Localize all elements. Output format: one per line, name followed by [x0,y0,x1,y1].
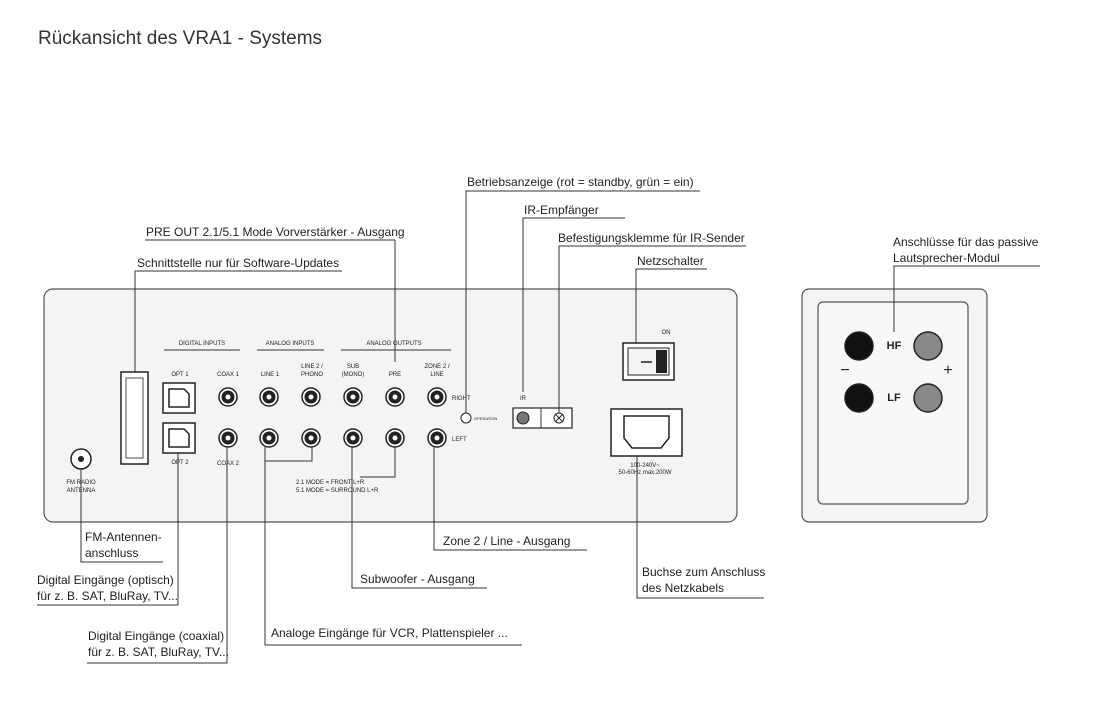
right-label: RIGHT [452,396,471,402]
section-analog-inputs: ANALOG INPUTS [266,341,315,347]
annotation-netzkabel-b: des Netzkabels [642,581,724,595]
hf-plus-terminal [913,331,943,361]
line1-left-jack [259,428,279,448]
hf-label: HF [887,340,902,352]
power-rating-b: 50-60Hz max.200W [618,470,671,476]
coax2-label: COAX 2 [217,461,240,467]
power-switch [622,342,675,381]
coax-input-2 [218,428,238,448]
annotation-coax-b: für z. B. SAT, BluRay, TV... [88,645,229,659]
annotation-optical-b: für z. B. SAT, BluRay, TV... [37,589,178,603]
annotation-netzkabel-a: Buchse zum Anschluss [642,565,765,579]
mode21-text: 2.1 MODE = FRONT L+R [296,480,365,486]
pre-left-jack [385,428,405,448]
sub-jack-2 [343,428,363,448]
section-digital-inputs: DIGITAL INPUTS [179,341,225,347]
annotation-betriebsanzeige: Betriebsanzeige (rot = standby, grün = e… [467,175,694,189]
annotation-analog-inputs: Analoge Eingänge für VCR, Plattenspieler… [271,626,508,640]
mode51-text: 5.1 MODE = SURROUND L+R [296,488,379,494]
left-label: LEFT [452,437,467,443]
annotation-subwoofer: Subwoofer - Ausgang [360,572,475,586]
power-rating-a: 100-240V~ [630,463,660,469]
fm-antenna-jack [70,448,92,470]
annotation-netzschalter: Netzschalter [637,254,704,268]
annotation-zone2: Zone 2 / Line - Ausgang [443,534,570,548]
hf-minus-terminal [844,331,874,361]
annotation-fm-b: anschluss [85,546,138,560]
leader-lines [37,190,1040,664]
annotation-befestigungsklemme: Befestigungsklemme für IR-Sender [558,231,745,245]
lf-minus-terminal [844,383,874,413]
section-analog-outputs: ANALOG OUTPUTS [366,341,421,347]
coax1-label: COAX 1 [217,372,240,378]
annotation-schnittstelle: Schnittstelle nur für Software-Updates [137,256,339,270]
plus-sign: + [943,362,952,379]
pre-label: PRE [389,372,401,378]
line2-left-jack [301,428,321,448]
annotation-coax-a: Digital Eingänge (coaxial) [88,629,224,643]
line1-label: LINE 1 [261,372,280,378]
zone2-right-jack [427,387,447,407]
on-label: ON [662,330,671,336]
ir-clamp-screw [553,412,565,424]
zone2-label-a: ZONE 2 / [424,364,449,370]
operation-led [460,412,472,424]
annotation-fm-a: FM-Antennen- [85,530,162,544]
minus-sign: − [840,362,849,379]
line2-label-b: PHONO [301,372,323,378]
sub-jack-1 [343,387,363,407]
ir-label: IR [520,396,527,402]
line2-label-a: LINE 2 / [301,364,323,370]
lf-label: LF [887,392,901,404]
line2-right-jack [301,387,321,407]
annotation-passive-module-b: Lautsprecher-Modul [893,251,1000,265]
optical-input-1 [162,382,196,414]
page-title: Rückansicht des VRA1 - Systems [38,28,322,49]
line1-right-jack [259,387,279,407]
opt2-label: OPT 2 [171,460,189,466]
annotation-optical-a: Digital Eingänge (optisch) [37,573,174,587]
sub-label-b: (MONO) [342,372,365,378]
zone2-label-b: LINE [430,372,443,378]
operation-label: OPERATION [474,416,497,421]
lf-plus-terminal [913,383,943,413]
annotation-passive-module-a: Anschlüsse für das passive [893,235,1039,249]
software-update-port-inner [125,377,144,459]
optical-input-2 [162,422,196,454]
ir-receiver [516,411,530,425]
opt1-label: OPT 1 [171,372,189,378]
zone2-left-jack [427,428,447,448]
coax-input-1 [218,387,238,407]
sub-label-a: SUB [347,364,359,370]
software-update-port [120,371,149,465]
annotation-pre-out: PRE OUT 2.1/5.1 Mode Vorverstärker - Aus… [146,225,405,239]
power-socket [610,408,683,457]
pre-right-jack [385,387,405,407]
annotation-ir-empfaenger: IR-Empfänger [524,203,599,217]
